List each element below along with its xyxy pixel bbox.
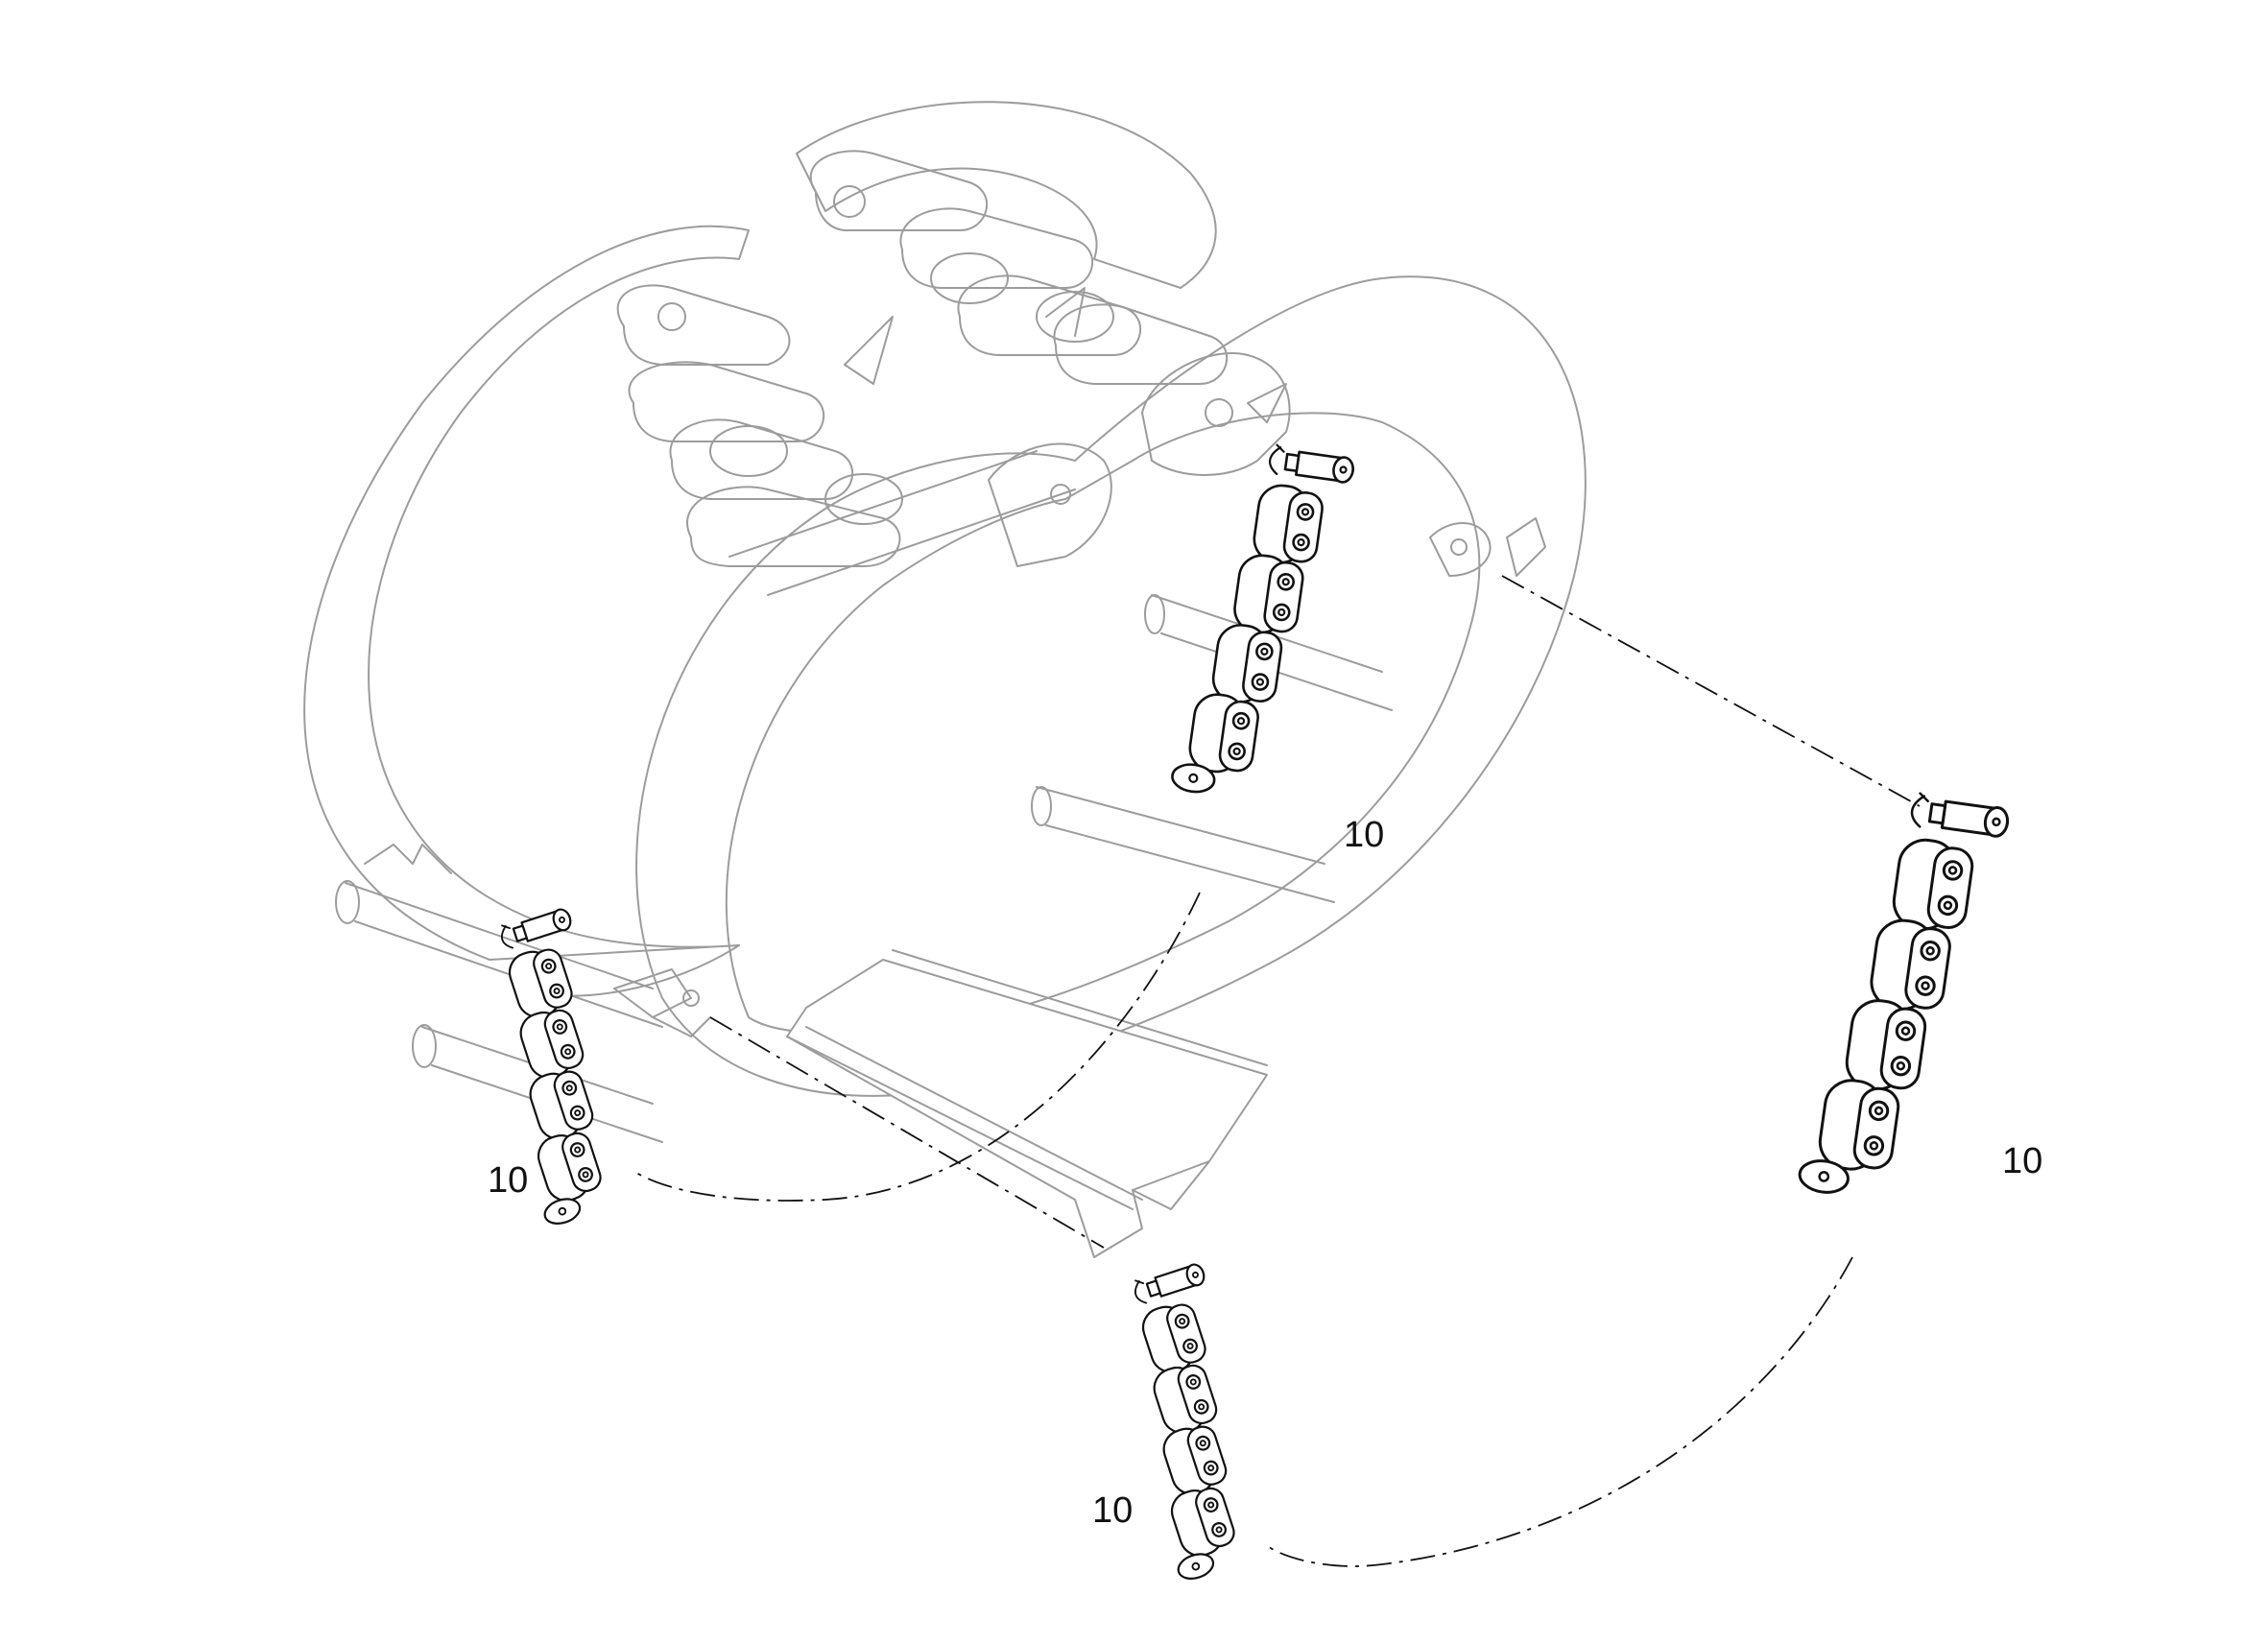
front-lug [1141,352,1291,476]
leader-right-to-bottom [1266,1256,1853,1567]
chain-segment-upper-center [1171,437,1355,807]
leader-left-to-bottom [709,1016,1105,1249]
cross-bars [335,594,1393,1143]
background-assembly [303,101,1587,1258]
front-ring-plate [635,275,1587,1097]
leader-upper-to-right [1501,575,1921,807]
top-rear-plate [796,101,1217,289]
callout-label-upper-center: 10 [1344,815,1384,855]
rear-ring-plate [303,225,750,961]
chain-segment-right [1798,784,2010,1210]
callout-label-right: 10 [2002,1141,2042,1181]
chain-segment-bottom [1089,1260,1293,1583]
leader-lines [633,575,1921,1567]
bottom-blade [786,959,1268,1258]
chain-segment-left [456,905,659,1227]
top-roller-links [616,150,1228,596]
callout-label-left: 10 [488,1160,528,1201]
callout-label-bottom: 10 [1092,1490,1133,1531]
leader-upper-to-left [633,892,1201,1202]
